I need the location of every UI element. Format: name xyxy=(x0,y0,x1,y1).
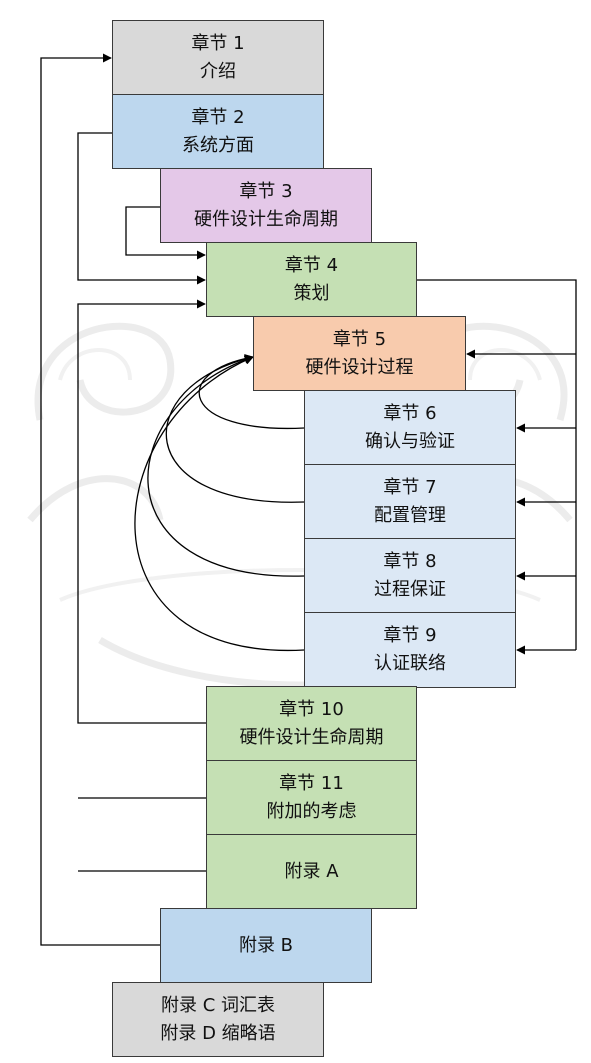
appendix-d-label: 附录 D 缩略语 xyxy=(160,1022,276,1044)
chapter-3-title: 硬件设计生命周期 xyxy=(194,208,338,230)
chapter-1-label: 章节 1 xyxy=(191,32,245,54)
chapter-11-box: 章节 11 附加的考虑 xyxy=(206,760,417,835)
chapter-2-box: 章节 2 系统方面 xyxy=(112,94,324,169)
curve-ch8-to-ch5 xyxy=(147,355,305,577)
chapter-10-box: 章节 10 硬件设计生命周期 xyxy=(206,686,417,761)
chapter-5-title: 硬件设计过程 xyxy=(305,356,414,378)
chapter-2-title: 系统方面 xyxy=(182,134,254,156)
chapter-3-box: 章节 3 硬件设计生命周期 xyxy=(160,168,372,243)
chapter-10-title: 硬件设计生命周期 xyxy=(239,726,384,748)
curve-ch9-to-ch5 xyxy=(134,356,305,651)
chapter-6-box: 章节 6 确认与验证 xyxy=(304,390,516,465)
chapter-1-title: 介绍 xyxy=(200,60,236,82)
chapter-8-label: 章节 8 xyxy=(383,550,437,572)
chapter-8-box: 章节 8 过程保证 xyxy=(304,538,516,613)
chapter-9-title: 认证联络 xyxy=(374,653,446,674)
chapter-7-title: 配置管理 xyxy=(374,504,446,526)
chapter-8-title: 过程保证 xyxy=(374,578,446,600)
chapter-11-title: 附加的考虑 xyxy=(266,800,357,822)
chapter-4-box: 章节 4 策划 xyxy=(206,242,417,317)
chapter-5-box: 章节 5 硬件设计过程 xyxy=(253,316,466,391)
connector-appendixb-to-ch1 xyxy=(40,53,160,946)
chapter-4-title: 策划 xyxy=(293,282,330,304)
curve-ch7-to-ch5 xyxy=(165,354,305,503)
chapter-6-label: 章节 6 xyxy=(383,402,437,424)
connector-ch2-to-ch4 xyxy=(77,132,206,285)
chapter-2-label: 章节 2 xyxy=(191,106,245,128)
connector-ch10-to-ch4 xyxy=(77,299,206,724)
chapter-1-box: 章节 1 介绍 xyxy=(112,20,324,95)
chapter-5-label: 章节 5 xyxy=(332,328,387,350)
chapter-3-label: 章节 3 xyxy=(239,180,293,202)
chapter-10-label: 章节 10 xyxy=(279,698,344,720)
connector-ch4-right-bus xyxy=(416,279,577,650)
appendix-b-box: 附录 B xyxy=(160,908,372,983)
chapter-4-label: 章节 4 xyxy=(284,254,339,276)
chapter-6-title: 确认与验证 xyxy=(365,430,455,452)
chapter-9-label: 章节 9 xyxy=(383,625,437,647)
appendix-c-label: 附录 C 词汇表 xyxy=(160,994,275,1016)
chapter-7-box: 章节 7 配置管理 xyxy=(304,464,516,539)
appendix-a-label: 附录 A xyxy=(284,860,339,882)
appendix-cd-box: 附录 C 词汇表 附录 D 缩略语 xyxy=(112,982,324,1057)
connector-ch3-to-ch4 xyxy=(125,206,206,260)
chapter-7-label: 章节 7 xyxy=(383,476,437,498)
appendix-a-box: 附录 A xyxy=(206,834,417,909)
chapter-11-label: 章节 11 xyxy=(279,772,344,794)
appendix-b-label: 附录 B xyxy=(238,934,294,956)
chapter-9-box: 章节 9 认证联络 xyxy=(304,612,516,688)
